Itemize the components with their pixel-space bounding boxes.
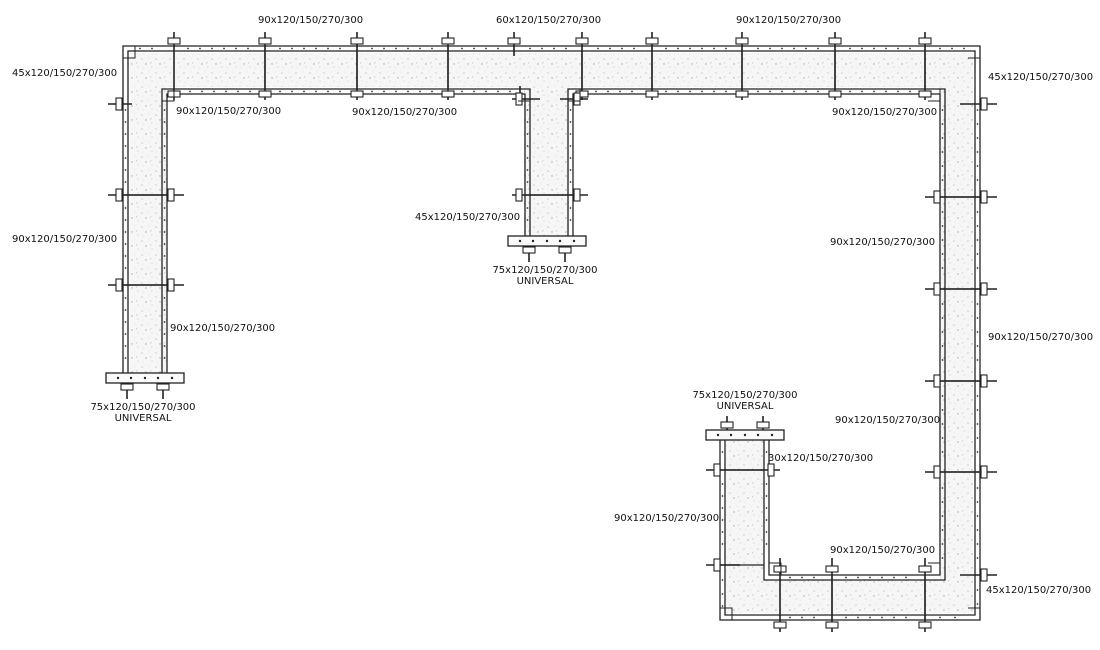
- label-bottom-left-inner: 30x120/150/270/300: [768, 453, 874, 464]
- label-top-1: 90x120/150/270/300: [258, 15, 364, 26]
- wall-concrete: [130, 53, 973, 613]
- corner-panels: [123, 45, 981, 621]
- label-bottom-end-type: UNIVERSAL: [716, 401, 774, 412]
- label-left-end-size: 75x120/150/270/300: [90, 402, 196, 413]
- panel-profile-holes: [124, 47, 979, 619]
- label-mid-corner: 45x120/150/270/300: [415, 212, 521, 223]
- label-mid-end-size: 75x120/150/270/300: [492, 265, 598, 276]
- stop-end-holes: [116, 239, 774, 437]
- label-bottom-inner: 90x120/150/270/300: [830, 545, 936, 556]
- inner-formwork-left: [161, 88, 531, 373]
- label-right-inner-2: 90x120/150/270/300: [835, 415, 941, 426]
- label-left-inner: 90x120/150/270/300: [170, 323, 276, 334]
- label-left-stop-end: 75x120/150/270/300 UNIVERSAL: [90, 402, 196, 424]
- label-top-2: 60x120/150/270/300: [496, 15, 602, 26]
- label-mid-stop-end: 75x120/150/270/300 UNIVERSAL: [492, 265, 598, 287]
- label-inner-top-right: 90x120/150/270/300: [832, 107, 938, 118]
- label-left-end-type: UNIVERSAL: [114, 413, 172, 424]
- label-corner-top-right: 45x120/150/270/300: [988, 72, 1094, 83]
- clamp-heads: [115, 37, 988, 629]
- label-corner-top-left: 45x120/150/270/300: [12, 68, 118, 79]
- label-mid-end-type: UNIVERSAL: [516, 276, 574, 287]
- label-inner-top-left-2: 90x120/150/270/300: [352, 107, 458, 118]
- label-bottom-stop-end: 75x120/150/270/300 UNIVERSAL: [692, 390, 798, 412]
- label-right-inner-1: 90x120/150/270/300: [830, 237, 936, 248]
- label-bottom-end-size: 75x120/150/270/300: [692, 390, 798, 401]
- label-inner-top-left-1: 90x120/150/270/300: [176, 106, 282, 117]
- stop-end-universal: [105, 235, 785, 441]
- label-left-outer: 90x120/150/270/300: [12, 234, 118, 245]
- label-right-outer: 90x120/150/270/300: [988, 332, 1094, 343]
- label-corner-bottom-right: 45x120/150/270/300: [986, 585, 1092, 596]
- label-top-3: 90x120/150/270/300: [736, 15, 842, 26]
- label-bottom-left-outer: 90x120/150/270/300: [614, 513, 720, 524]
- inner-formwork-right: [567, 88, 946, 581]
